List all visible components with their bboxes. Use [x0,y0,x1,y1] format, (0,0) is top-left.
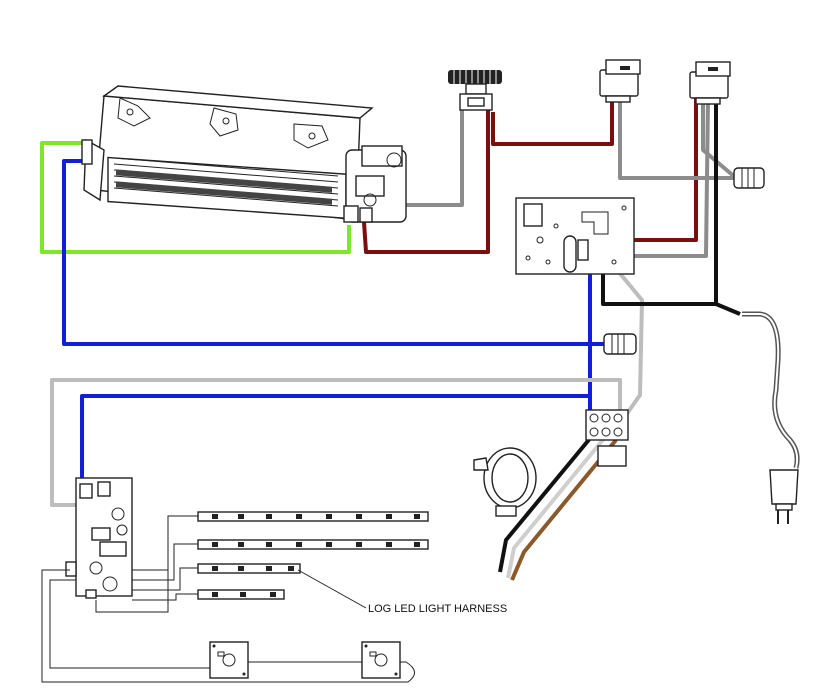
heater-element-icon [81,85,407,223]
led-strip-icon [197,563,301,574]
light-gray-wire-right [610,262,644,420]
dark-red-wire-heater [362,110,490,254]
blue-wire-terminal [80,344,592,482]
gray-wire-board [606,97,710,258]
led-strip-icon [197,539,429,550]
gray-wire-switch1 [618,98,736,180]
led-module-icon [361,641,401,679]
gray-wire-heater [380,108,464,207]
wire-nut-icon [733,167,765,189]
green-wire [40,141,351,254]
harness-label: LOG LED LIGHT HARNESS [368,603,507,615]
black-wire-cord [601,98,718,306]
circuit-board-icon [515,197,635,275]
wires [40,97,800,581]
rocker-switch-icon [599,59,641,103]
white-wire-motor [506,434,608,579]
led-harness [41,515,415,683]
wire-nut-icon [603,333,637,355]
harness-leader-line [297,569,367,609]
power-cord-inner [742,313,799,469]
rocker-switch-icon [689,61,731,105]
black-wire-cord-out [715,302,741,316]
led-strip-icon [197,511,429,522]
led-strip-icon [197,589,285,600]
led-module-icon [209,641,249,679]
gray-wire-switch2 [701,98,738,180]
light-gray-wire [50,378,622,507]
blue-wire-main [62,159,604,346]
knob-icon [448,70,502,111]
power-cord [742,311,800,469]
motor-icon [473,447,537,517]
terminal-block-icon [585,409,629,467]
led-driver-board-icon [65,477,133,599]
black-wire-motor [498,434,594,573]
power-plug-icon [769,469,799,524]
dark-red-wire-board [622,98,698,242]
dark-red-wire-switch [491,98,614,146]
brown-wire-motor [510,438,618,581]
